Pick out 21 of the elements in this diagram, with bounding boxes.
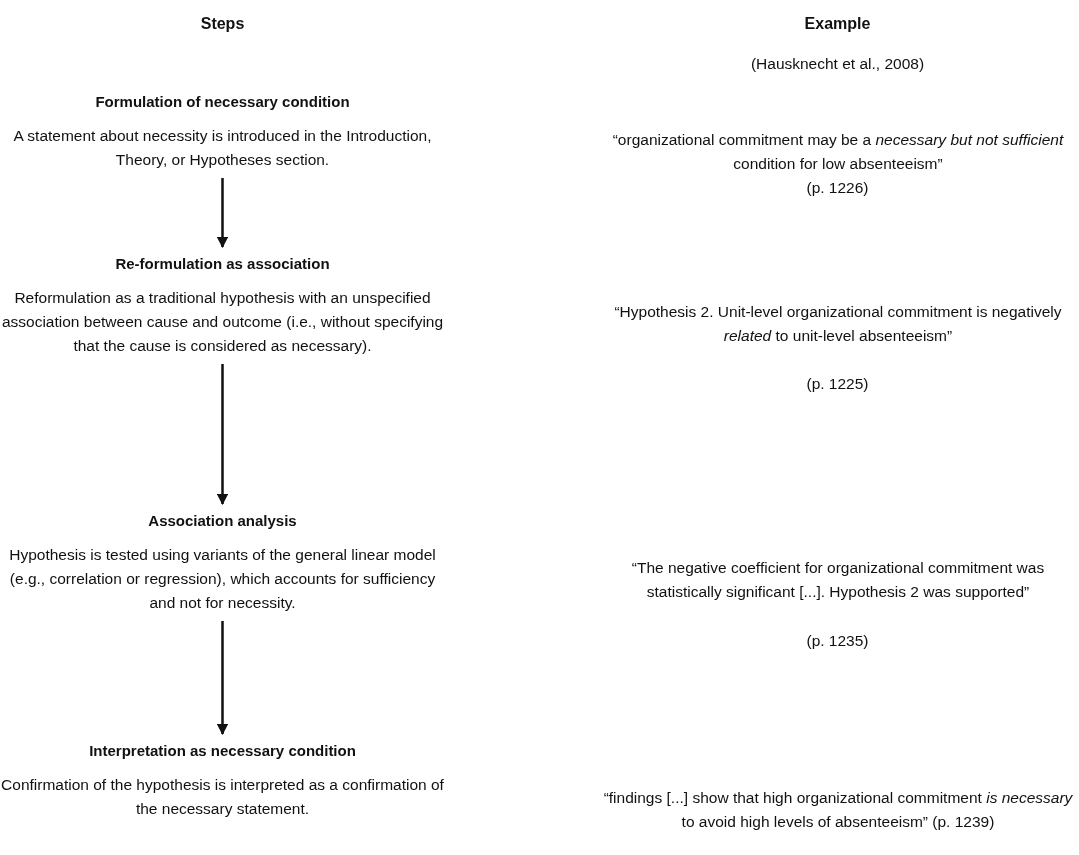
step-heading: Re-formulation as association	[114, 255, 331, 272]
example-quote: “The negative coefficient for organizational commitment was statistically significant [...]. Hypothesis 2 was supported”	[630, 558, 1046, 602]
step-description: Hypothesis is tested using variants of the general linear model (e.g., correlation or regression), which accounts for sufficiency and not for necessity.	[8, 545, 437, 613]
column-heading: Steps	[199, 14, 246, 34]
step-heading: Interpretation as necessary condition	[88, 742, 357, 759]
step-description: A statement about necessity is introduced in the Introduction, Theory, or Hypotheses section.	[12, 126, 433, 170]
step-description: Confirmation of the hypothesis is interpreted as a confirmation of the necessary statement.	[0, 775, 445, 819]
arrow	[216, 364, 229, 506]
example-quote: “organizational commitment may be a necessary but not sufficient condition for low absenteeism”	[611, 130, 1065, 174]
arrow	[216, 178, 229, 249]
page-reference: (p. 1226)	[805, 178, 870, 198]
example-quote: “findings [...] show that high organizational commitment is necessary to avoid high levels of absenteeism” (p. 1239)	[602, 788, 1074, 832]
step-description: Reformulation as a traditional hypothesis with an unspecified association between cause and outcome (i.e., without specifying that the cause is considered as necessary).	[0, 288, 445, 356]
page-reference: (p. 1225)	[805, 374, 870, 394]
step-heading: Association analysis	[147, 512, 298, 529]
arrow	[216, 621, 229, 736]
column-heading: Example	[803, 14, 872, 34]
example-quote: “Hypothesis 2. Unit-level organizational commitment is negatively related to unit-level absenteeism”	[613, 302, 1063, 346]
citation: (Hausknecht et al., 2008)	[749, 54, 926, 74]
page-reference: (p. 1235)	[805, 631, 870, 651]
step-heading: Formulation of necessary condition	[94, 93, 351, 110]
